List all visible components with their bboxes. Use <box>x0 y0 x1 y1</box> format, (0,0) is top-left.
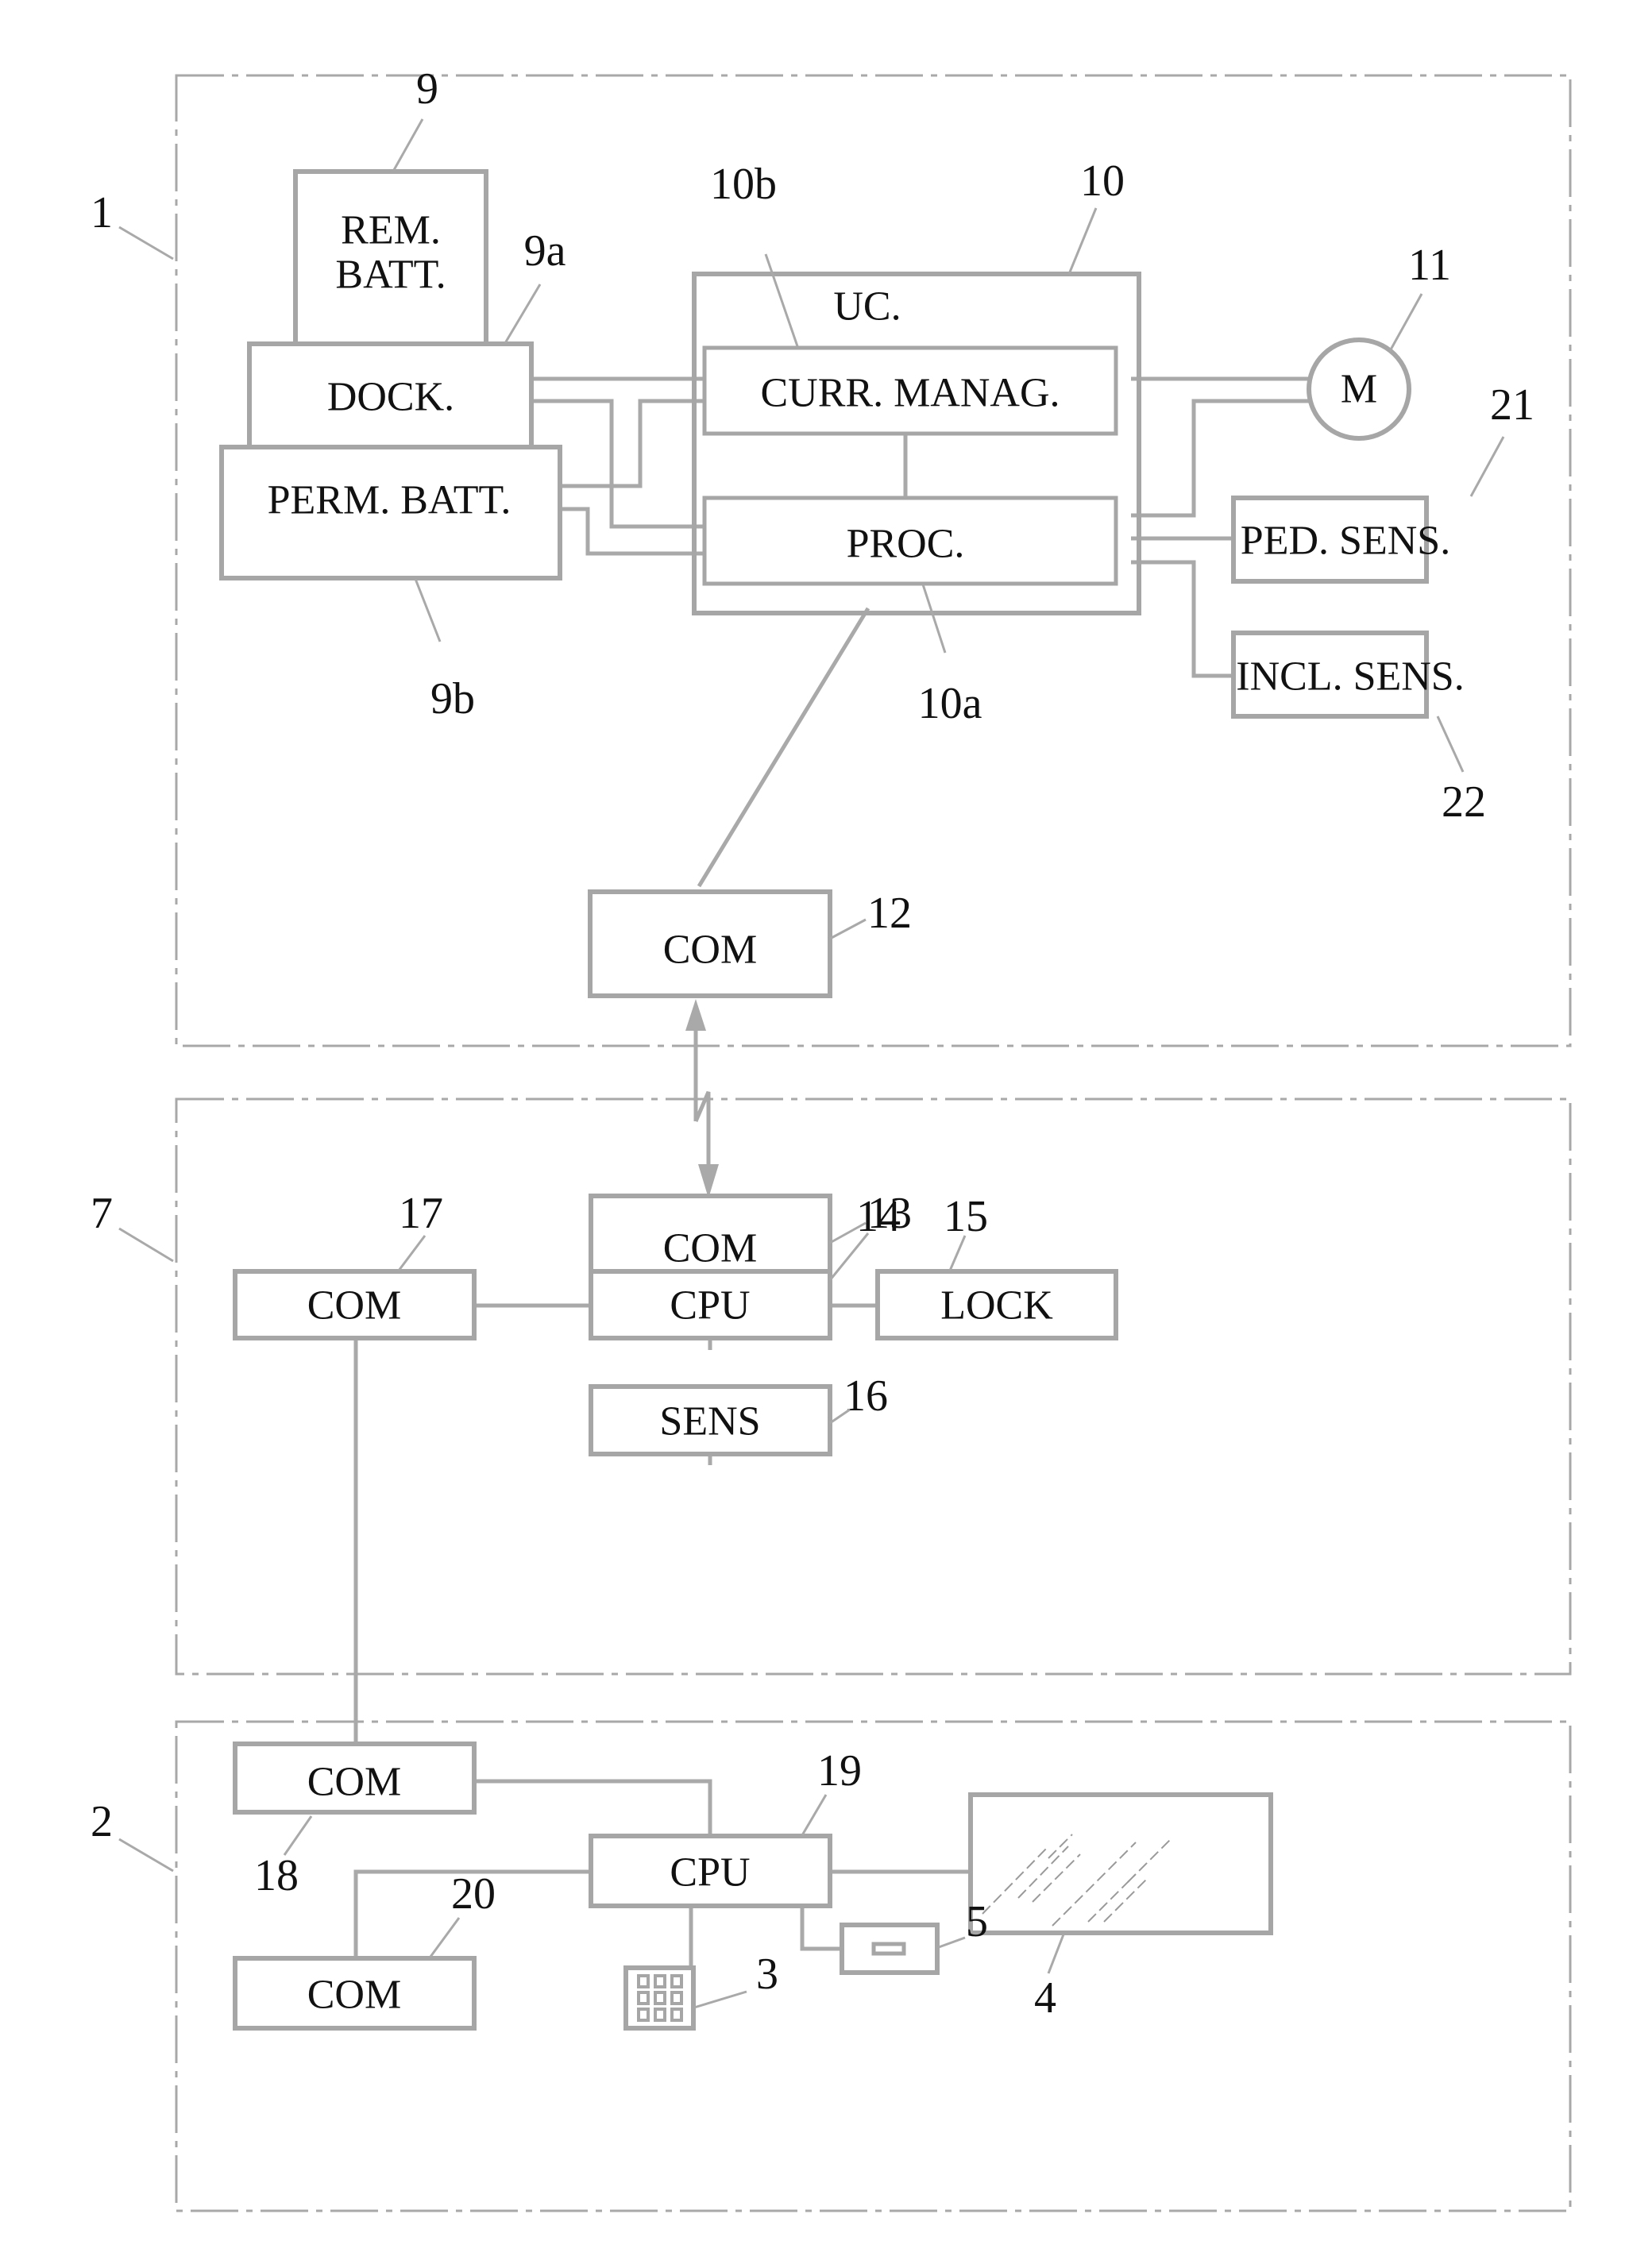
block-label: COM <box>307 1973 401 2018</box>
leader-22 <box>1436 716 1465 773</box>
leader-7 <box>118 1227 174 1263</box>
block-label: INCL. SENS. <box>1236 654 1464 700</box>
ref-13: 13 <box>867 1189 912 1238</box>
block-cpu14: CPU <box>589 1269 832 1340</box>
block-motor: M <box>1307 338 1411 441</box>
screen-icon <box>982 1834 1172 1927</box>
leader-19 <box>801 1794 828 1836</box>
block-ped-sens: PED. SENS. <box>1231 496 1450 584</box>
keypad-icon <box>637 1974 683 2022</box>
leader-12 <box>829 918 867 940</box>
wire-uc-com12 <box>697 607 870 888</box>
block-proc: PROC. <box>702 496 1118 586</box>
wire-perm-curr <box>548 399 703 488</box>
leader-11 <box>1388 293 1423 352</box>
arrow-down-icon <box>698 1164 719 1198</box>
leader-2 <box>118 1838 174 1873</box>
block-com12: COM <box>588 889 832 998</box>
block-label: PED. SENS. <box>1241 519 1450 564</box>
block-com18: COM <box>233 1742 477 1815</box>
leader-3 <box>693 1990 747 2009</box>
leader-9b <box>414 578 442 642</box>
arrow-up-icon <box>685 999 706 1031</box>
leader-9a <box>504 284 542 344</box>
frame-user-device <box>175 1720 1572 2212</box>
ref-2: 2 <box>91 1797 113 1846</box>
wireless-link <box>685 999 719 1198</box>
wire-proc-motor <box>1131 399 1336 518</box>
wire-com18-cpu19 <box>474 1779 712 1836</box>
block-label: DOCK. <box>327 375 454 420</box>
block-uc: UC. <box>692 272 1141 615</box>
block-label: BATT. <box>335 253 446 298</box>
leader-13 <box>829 1221 867 1244</box>
ref-9: 9 <box>416 64 438 114</box>
frame-vehicle <box>175 74 1572 1047</box>
leader-14 <box>828 1232 870 1281</box>
block-com17: COM <box>233 1269 477 1340</box>
leader-4 <box>1047 1934 1065 1974</box>
ref-10a: 10a <box>918 679 982 728</box>
block-label: PERM. BATT. <box>268 478 511 523</box>
ref-10: 10 <box>1080 156 1125 206</box>
wires-user-device <box>353 1779 970 1968</box>
block-rem-batt: REM. BATT. <box>293 169 488 359</box>
ref-1: 1 <box>91 188 113 237</box>
ref-12: 12 <box>867 889 912 938</box>
wires-vehicle <box>520 376 1336 888</box>
wires-dock-station <box>353 1300 878 1744</box>
block-lock: LOCK <box>875 1269 1118 1340</box>
leader-10b <box>764 253 799 347</box>
block-label: CPU <box>670 1850 750 1896</box>
lightning-zigzag-icon <box>693 1091 711 1122</box>
block-label: COM <box>307 1283 401 1329</box>
leader-9 <box>392 118 424 171</box>
block-label: COM <box>663 1226 757 1271</box>
block-label: COM <box>307 1760 401 1805</box>
block-label: REM. <box>341 208 441 253</box>
block-cpu19: CPU <box>589 1834 832 1908</box>
block-keypad <box>623 1965 696 2031</box>
card-slot-icon <box>871 1942 906 1956</box>
block-label: M <box>1341 367 1377 412</box>
wire-proc-incl <box>1131 560 1232 678</box>
ref-9a: 9a <box>524 226 566 276</box>
block-display <box>968 1792 1273 1935</box>
ref-22: 22 <box>1442 777 1486 827</box>
block-card-reader <box>840 1923 940 1975</box>
ref-7: 7 <box>91 1189 113 1238</box>
wire-cpu19-card <box>800 1906 840 1951</box>
ref-18: 18 <box>254 1851 299 1900</box>
ref-21: 21 <box>1490 380 1534 430</box>
ref-9b: 9b <box>430 674 475 723</box>
block-incl-sens: INCL. SENS. <box>1231 631 1465 719</box>
ref-19: 19 <box>817 1746 862 1796</box>
wire-com20-cpu19 <box>353 1869 591 1958</box>
block-label: LOCK <box>940 1283 1053 1329</box>
leader-20 <box>429 1917 461 1958</box>
block-sens16: SENS <box>589 1384 832 1456</box>
block-label: CURR. MANAG. <box>760 371 1060 416</box>
leader-1 <box>118 226 174 260</box>
block-perm-batt: PERM. BATT. <box>219 445 562 580</box>
block-com20: COM <box>233 1956 477 2031</box>
block-label: PROC. <box>847 522 965 567</box>
leader-10 <box>1067 207 1098 275</box>
block-label: UC. <box>833 284 901 330</box>
leader-21 <box>1469 436 1505 497</box>
block-label: COM <box>663 928 757 973</box>
frame-dock-station <box>175 1097 1572 1676</box>
leader-18 <box>283 1815 313 1856</box>
leader-5 <box>938 1936 966 1949</box>
block-curr-manag: CURR. MANAG. <box>702 345 1118 436</box>
block-label: CPU <box>670 1283 750 1329</box>
wire-dock-proc <box>520 399 703 529</box>
wire-perm-proc <box>548 507 703 556</box>
ref-11: 11 <box>1408 241 1451 290</box>
ref-10b: 10b <box>710 160 777 209</box>
block-label: SENS <box>659 1399 760 1444</box>
ref-20: 20 <box>451 1869 496 1919</box>
leader-10a <box>921 584 947 654</box>
